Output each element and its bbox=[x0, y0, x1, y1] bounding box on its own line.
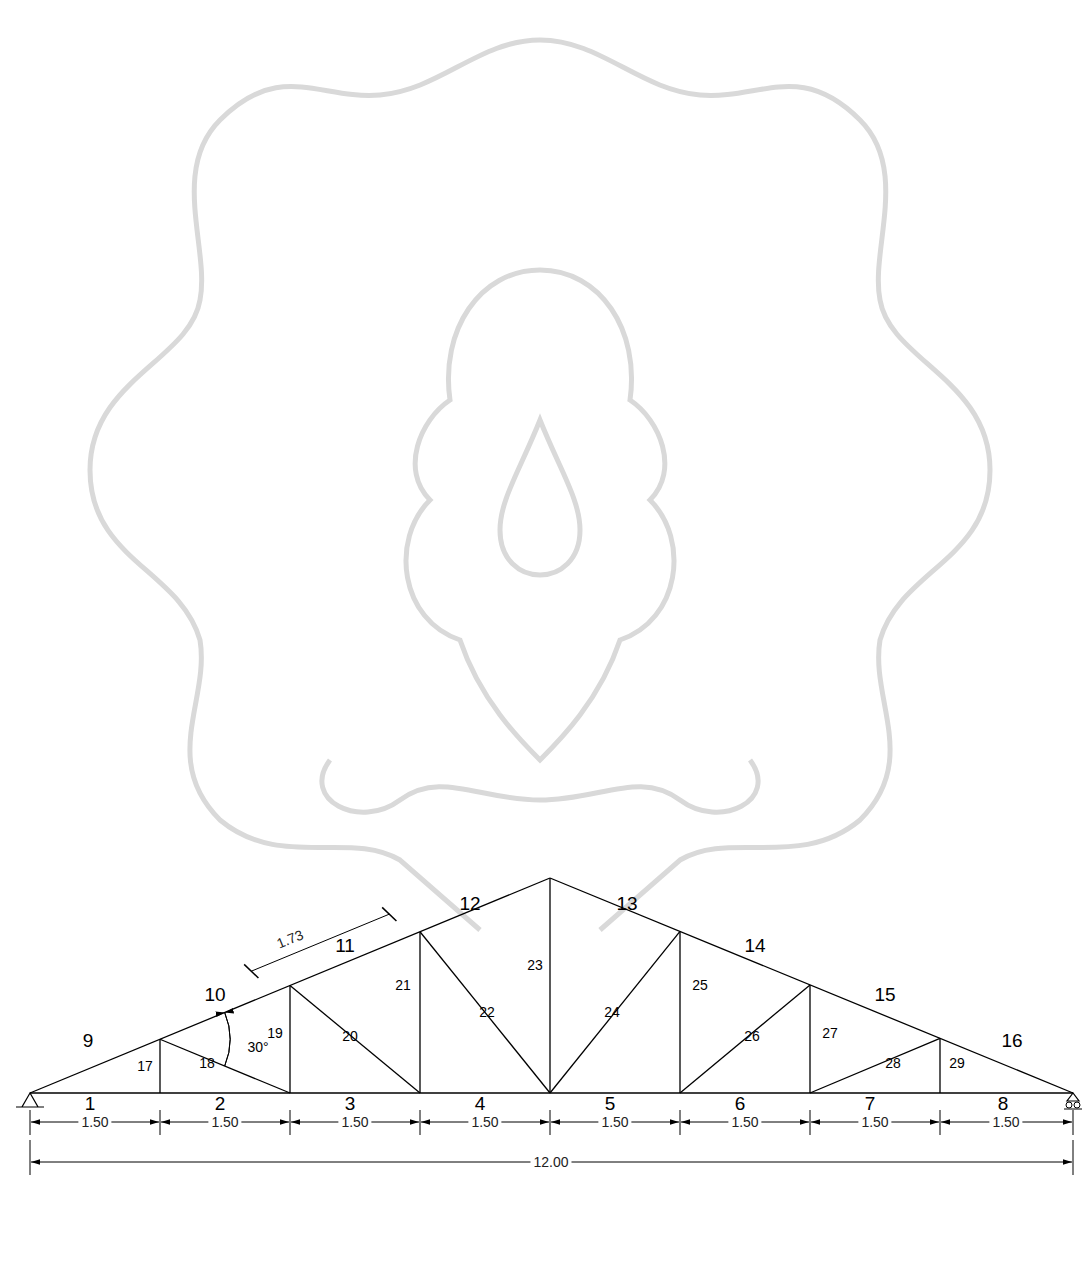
watermark-base bbox=[322, 760, 758, 812]
dimension-tick bbox=[940, 1110, 941, 1135]
truss-member bbox=[159, 1039, 160, 1093]
truss-member bbox=[419, 932, 420, 1093]
angle-arc bbox=[225, 1013, 230, 1066]
dimension-lines bbox=[30, 907, 1073, 1175]
dimension-tick bbox=[290, 1110, 291, 1135]
watermark-logo bbox=[90, 40, 990, 930]
chord-member-number: 12 bbox=[459, 894, 480, 913]
truss-member bbox=[939, 1038, 940, 1093]
dimension-tick bbox=[30, 1140, 31, 1175]
dimension-tick bbox=[382, 907, 396, 921]
chord-member-number: 14 bbox=[744, 936, 765, 955]
dimension-label: 1.50 bbox=[338, 1115, 371, 1129]
web-member-number: 19 bbox=[267, 1026, 283, 1040]
dimension-tick bbox=[244, 964, 258, 978]
pin-support bbox=[16, 1093, 44, 1107]
chord-member-number: 13 bbox=[616, 894, 637, 913]
web-member-number: 21 bbox=[395, 978, 411, 992]
watermark-drop bbox=[500, 420, 580, 575]
truss-member bbox=[289, 986, 290, 1094]
dimension-tick bbox=[680, 1110, 681, 1135]
dimension-label: 12.00 bbox=[530, 1155, 571, 1169]
truss-member bbox=[30, 878, 550, 1093]
chord-member-number: 5 bbox=[605, 1094, 616, 1113]
truss-member bbox=[549, 878, 550, 1093]
watermark-outline bbox=[90, 40, 990, 930]
roller-wheel bbox=[1074, 1102, 1080, 1108]
chord-member-number: 11 bbox=[335, 936, 355, 955]
dimension-tick bbox=[420, 1110, 421, 1135]
chord-member-number: 10 bbox=[204, 985, 225, 1004]
dimension-label: 1.73 bbox=[272, 926, 308, 952]
web-member-number: 26 bbox=[744, 1029, 760, 1043]
truss-member bbox=[420, 932, 550, 1093]
web-member-number: 24 bbox=[604, 1005, 620, 1019]
truss-member bbox=[809, 985, 810, 1093]
web-member-number: 18 bbox=[199, 1056, 215, 1070]
truss-member bbox=[30, 1092, 1073, 1093]
dimension-line bbox=[251, 914, 389, 971]
dimension-tick bbox=[1073, 1110, 1074, 1135]
web-member-number: 29 bbox=[949, 1056, 965, 1070]
dimension-label: 1.50 bbox=[989, 1115, 1022, 1129]
dimension-label: 1.50 bbox=[598, 1115, 631, 1129]
web-member-number: 28 bbox=[885, 1056, 901, 1070]
web-member-number: 23 bbox=[527, 958, 543, 972]
watermark-flame bbox=[406, 270, 674, 760]
truss-member bbox=[160, 1039, 290, 1093]
chord-member-number: 1 bbox=[85, 1094, 96, 1113]
truss-member bbox=[550, 931, 680, 1093]
chord-member-number: 4 bbox=[475, 1094, 486, 1113]
truss-member bbox=[680, 985, 810, 1093]
roller-support bbox=[1064, 1093, 1082, 1109]
chord-member-number: 3 bbox=[345, 1094, 356, 1113]
truss-members bbox=[30, 878, 1073, 1093]
web-member-number: 17 bbox=[137, 1059, 153, 1073]
dimension-tick bbox=[1073, 1140, 1074, 1175]
web-member-number: 22 bbox=[479, 1005, 495, 1019]
dimension-label: 1.50 bbox=[728, 1115, 761, 1129]
dimension-tick bbox=[810, 1110, 811, 1135]
truss-member bbox=[550, 878, 1073, 1093]
web-member-number: 27 bbox=[822, 1026, 838, 1040]
dimension-tick bbox=[30, 1110, 31, 1135]
chord-member-number: 6 bbox=[735, 1094, 746, 1113]
truss-member bbox=[810, 1038, 940, 1093]
roller-triangle bbox=[1064, 1093, 1082, 1109]
web-member-number: 20 bbox=[342, 1029, 358, 1043]
dimension-tick bbox=[160, 1110, 161, 1135]
dimension-tick bbox=[550, 1110, 551, 1135]
dimension-label: 1.50 bbox=[858, 1115, 891, 1129]
angle-label: 30° bbox=[247, 1040, 268, 1054]
chord-member-number: 9 bbox=[83, 1031, 94, 1050]
chord-member-number: 16 bbox=[1001, 1031, 1022, 1050]
truss-member bbox=[679, 931, 680, 1093]
web-member-number: 25 bbox=[692, 978, 708, 992]
dimension-label: 1.50 bbox=[78, 1115, 111, 1129]
dimension-label: 1.50 bbox=[468, 1115, 501, 1129]
chord-member-number: 2 bbox=[215, 1094, 226, 1113]
truss-member bbox=[290, 986, 420, 1094]
chord-member-number: 8 bbox=[998, 1094, 1009, 1113]
chord-member-number: 15 bbox=[874, 985, 895, 1004]
roller-wheel bbox=[1066, 1102, 1072, 1108]
chord-member-number: 7 bbox=[865, 1094, 876, 1113]
dimension-label: 1.50 bbox=[208, 1115, 241, 1129]
